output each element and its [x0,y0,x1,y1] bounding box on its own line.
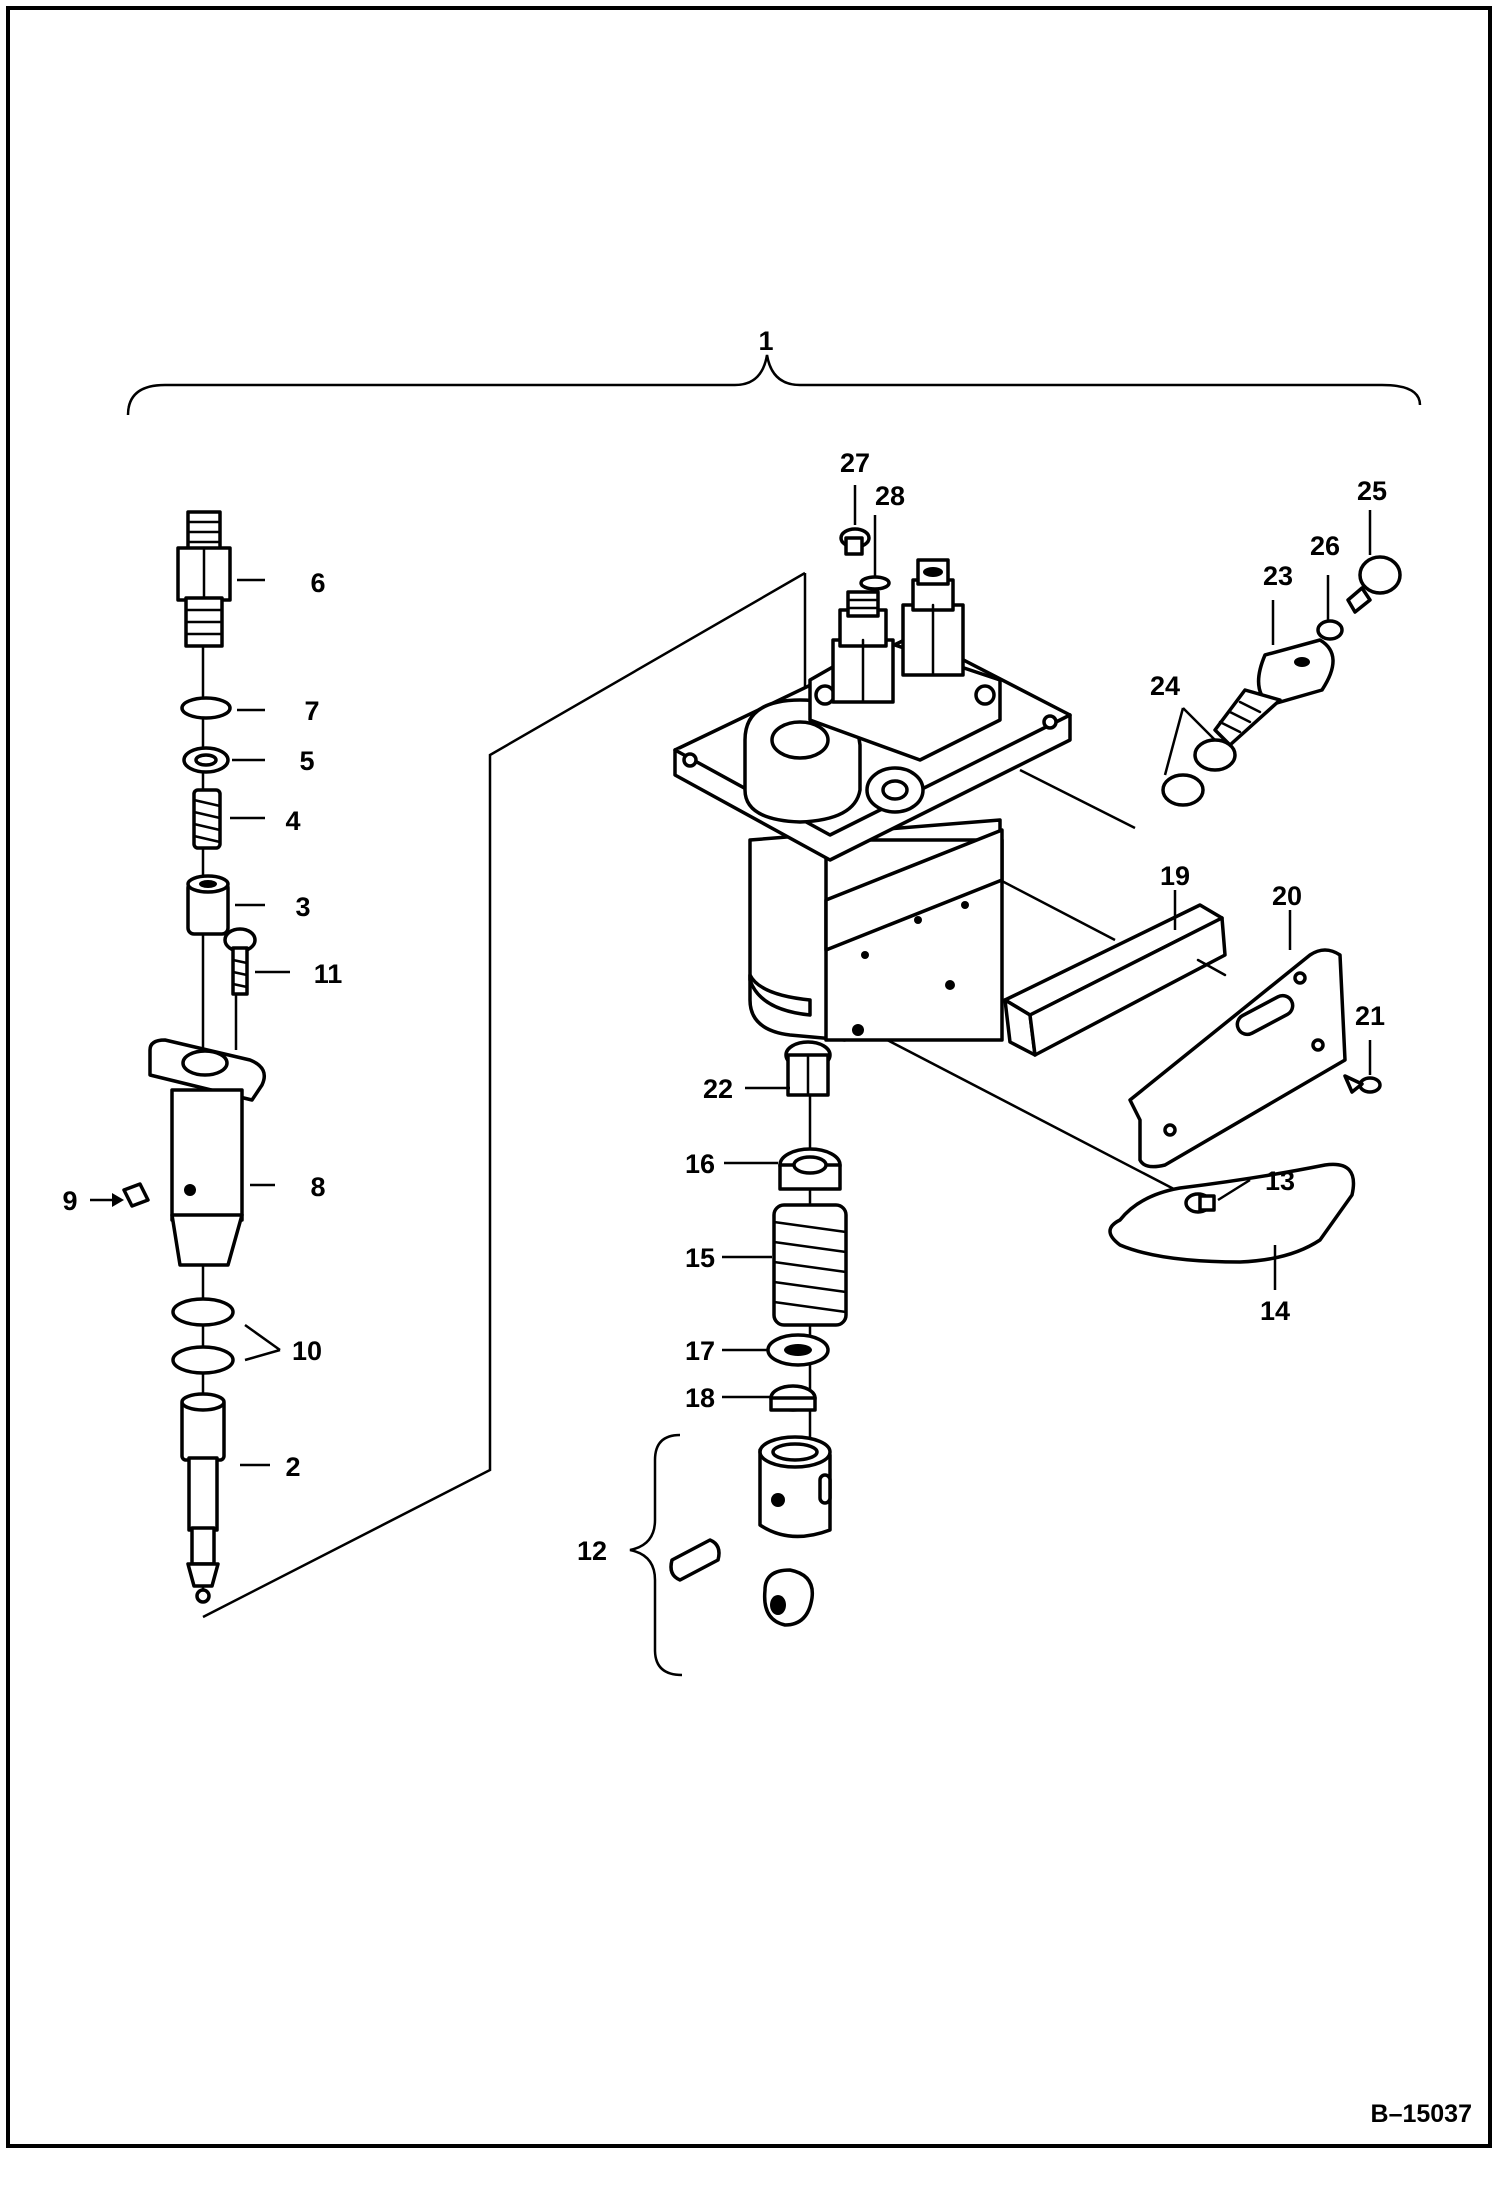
part-10-o-ring-upper [171,1297,235,1327]
callout-19: 19 [1160,861,1190,891]
callout-26: 26 [1310,531,1340,561]
assembly-bracket [126,354,1422,416]
callout-1: 1 [758,326,773,356]
callout-9: 9 [62,1186,77,1216]
part-12-bracket [629,1433,683,1677]
part-23-banjo-fitting [1213,638,1335,747]
part-14-wire-clip [1108,1162,1356,1264]
callout-15: 15 [685,1243,715,1273]
part-9-pin [122,1182,150,1208]
part-15-plunger-spring [772,1203,848,1327]
callout-16: 16 [685,1149,715,1179]
callout-20: 20 [1272,881,1302,911]
callout-24: 24 [1150,671,1180,701]
callout-28: 28 [875,481,905,511]
part-20-cover-plate [1128,948,1347,1169]
callout-leaders [90,485,1372,1467]
part-6-delivery-valve-holder [176,510,232,648]
part-11-bolt [223,927,257,996]
part-24-washer-upper [1193,738,1237,772]
part-10-o-ring-lower [171,1345,235,1375]
callout-7: 7 [304,696,319,726]
callout-2: 2 [285,1452,300,1482]
part-7-o-ring [180,696,232,720]
callout-22: 22 [703,1074,733,1104]
part-8-plunger-barrel [148,1038,266,1267]
part-12-tappet-assembly [669,1435,832,1627]
callout-21: 21 [1355,1001,1385,1031]
part-27-bleed-screw [839,527,871,556]
part-16-upper-spring-seat [778,1147,842,1191]
callout-13: 13 [1265,1166,1295,1196]
page-border [6,6,1492,2148]
callout-8: 8 [310,1172,325,1202]
part-4-spring [192,788,222,850]
document-id: B–15037 [1371,2100,1472,2128]
part-22-tappet-guide [784,1040,832,1097]
callout-14: 14 [1260,1296,1290,1326]
callout-25: 25 [1357,476,1387,506]
callout-labels: 1 6 7 5 4 3 11 8 9 10 2 27 28 25 26 23 2… [62,326,1387,1566]
callout-17: 17 [685,1336,715,1366]
callout-10: 10 [292,1336,322,1366]
callout-6: 6 [310,568,325,598]
part-25-cap-screw [1346,555,1402,614]
part-24-washer-lower [1161,773,1205,807]
part-17-lower-spring-seat [766,1333,830,1367]
part-3-delivery-valve [186,874,230,936]
part-19-control-rack [1003,903,1227,1057]
part-21-screw [1343,1074,1382,1094]
callout-5: 5 [299,746,314,776]
callout-12: 12 [577,1536,607,1566]
part-5-washer [182,746,230,774]
main-pump-housing [673,558,1072,1042]
callout-18: 18 [685,1383,715,1413]
callout-4: 4 [285,806,300,836]
callout-3: 3 [295,892,310,922]
part-26-washer [1316,619,1344,641]
part-13-screw [1184,1192,1216,1214]
callout-27: 27 [840,448,870,478]
part-2-plunger [180,1392,226,1604]
callout-11: 11 [314,959,343,989]
part-28-washer [859,575,891,591]
part-18-shim [769,1384,817,1412]
callout-23: 23 [1263,561,1293,591]
